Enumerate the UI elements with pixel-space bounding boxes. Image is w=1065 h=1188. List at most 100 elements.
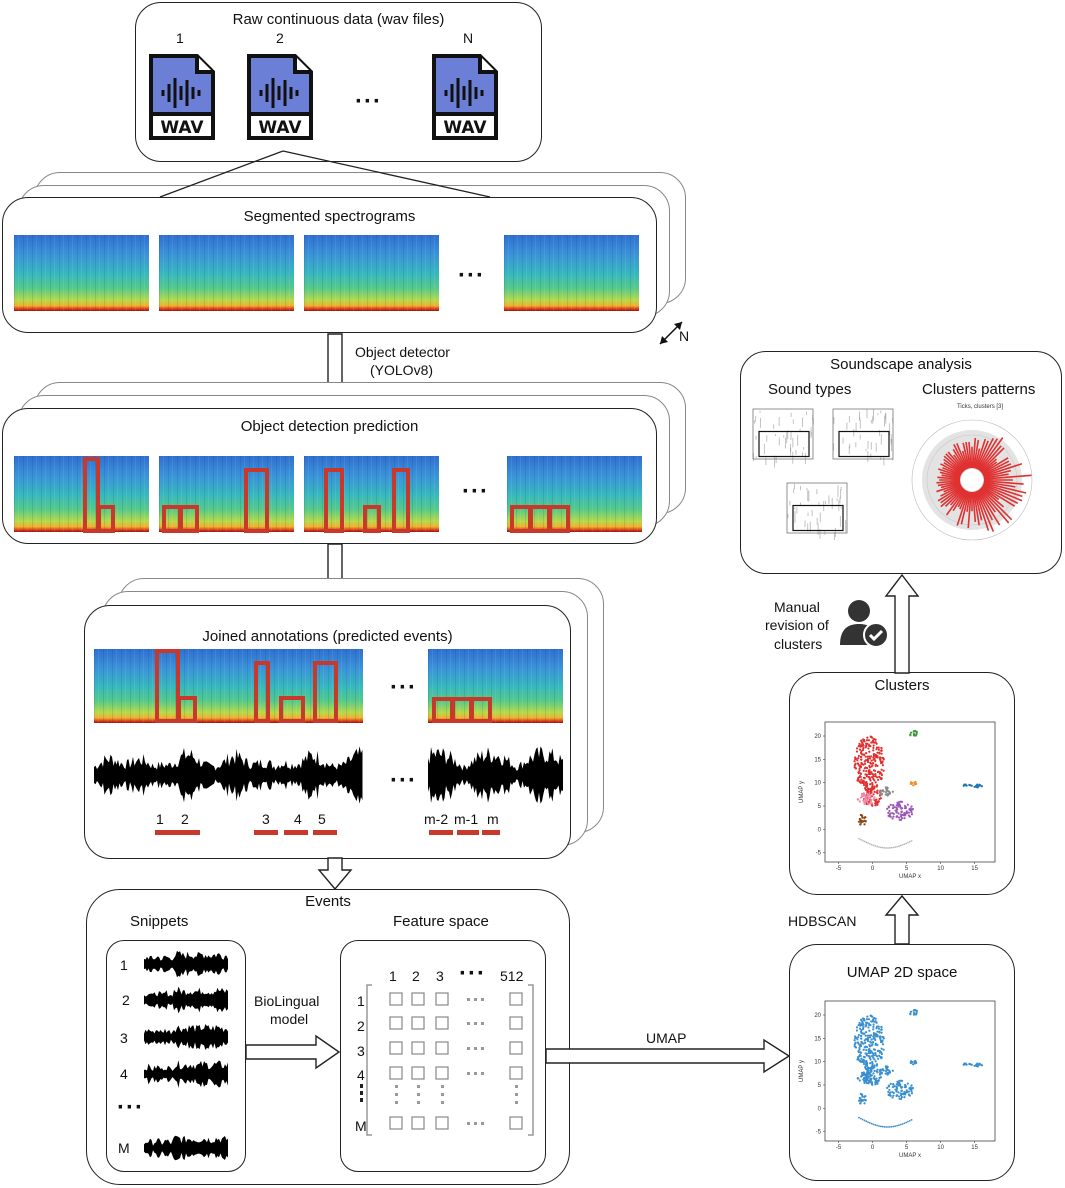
scatter-point bbox=[913, 729, 916, 733]
noise-mark bbox=[753, 420, 755, 424]
feature-cell bbox=[389, 1016, 403, 1030]
polar-bar bbox=[943, 483, 962, 493]
scatter-point bbox=[858, 742, 861, 745]
detection-box bbox=[179, 505, 199, 533]
event-box bbox=[313, 661, 338, 723]
scatter-point bbox=[861, 781, 864, 785]
feature-cell bbox=[435, 1116, 449, 1130]
scatter-point bbox=[895, 815, 898, 819]
scatter-point bbox=[873, 769, 877, 772]
scatter-point bbox=[876, 1034, 879, 1037]
scatter-point bbox=[900, 816, 904, 820]
scatter-point bbox=[874, 741, 877, 744]
noise-mark bbox=[818, 502, 820, 505]
scatter-point bbox=[881, 1039, 884, 1042]
scatter-point bbox=[865, 1048, 868, 1052]
scatter-point bbox=[899, 800, 903, 803]
scatter-point bbox=[870, 1034, 873, 1037]
scatter-point bbox=[880, 1028, 883, 1031]
scatter-point bbox=[861, 748, 865, 752]
snippet-waveform bbox=[144, 1135, 228, 1161]
scatter-point bbox=[864, 1065, 867, 1068]
noise-mark bbox=[773, 424, 775, 429]
scatter-point bbox=[855, 1036, 858, 1039]
scatter-point bbox=[872, 1031, 875, 1035]
scatter-point bbox=[870, 741, 873, 744]
matrix-dot bbox=[481, 1047, 484, 1050]
matrix-dot bbox=[481, 1122, 484, 1125]
noise-mark bbox=[775, 433, 777, 437]
scatter-point bbox=[887, 1126, 889, 1128]
noise-mark bbox=[875, 442, 877, 452]
scatter-point bbox=[890, 1125, 893, 1128]
scatter-point bbox=[860, 1029, 863, 1032]
scatter-point bbox=[879, 1055, 882, 1059]
snippet-label: 1 bbox=[120, 957, 128, 973]
scatter-point bbox=[875, 746, 879, 749]
y-tick-label: 5 bbox=[818, 1083, 822, 1089]
scatter-point bbox=[891, 817, 894, 820]
scatter-point bbox=[871, 762, 875, 765]
scatter-point bbox=[873, 787, 876, 790]
scatter-point bbox=[857, 1057, 860, 1060]
scatter-point bbox=[857, 1051, 860, 1054]
scatter-point bbox=[915, 782, 918, 785]
feature-row-label: 2 bbox=[357, 1018, 365, 1034]
scatter-point bbox=[970, 1063, 973, 1066]
noise-mark bbox=[880, 434, 882, 445]
polar-bar bbox=[977, 438, 998, 471]
scatter-point bbox=[901, 813, 904, 817]
scatter-point bbox=[896, 1081, 899, 1084]
feature-cell bbox=[435, 1016, 449, 1030]
waveform-trace bbox=[144, 950, 228, 978]
scatter-point bbox=[880, 768, 883, 771]
y-axis-label: UMAP y bbox=[799, 1060, 805, 1082]
scatter-point bbox=[910, 1090, 913, 1093]
scatter-point bbox=[865, 742, 868, 745]
polar-bar bbox=[960, 491, 970, 525]
polar-bar bbox=[983, 481, 1016, 488]
snippet-label: 3 bbox=[120, 1030, 128, 1046]
feature-cell bbox=[435, 1041, 449, 1055]
scatter-point bbox=[872, 752, 875, 756]
scatter-point bbox=[855, 1029, 859, 1032]
scatter-point bbox=[858, 837, 860, 840]
scatter-point bbox=[881, 1043, 885, 1046]
scatter-point bbox=[856, 1077, 859, 1080]
polar-bar bbox=[950, 488, 965, 506]
scatter-point bbox=[862, 763, 865, 766]
scatter-point bbox=[866, 1078, 869, 1081]
scatter-point bbox=[885, 847, 888, 849]
scatter-point bbox=[875, 1064, 878, 1067]
scatter-point bbox=[964, 1063, 967, 1066]
scatter-point bbox=[860, 1037, 863, 1040]
scatter-point bbox=[862, 1078, 865, 1081]
scatter-point bbox=[897, 816, 901, 819]
svg-text:WAV: WAV bbox=[160, 118, 204, 138]
scatter-point bbox=[869, 800, 873, 803]
scatter-point bbox=[856, 762, 860, 765]
scatter-point bbox=[899, 813, 902, 816]
polar-bar bbox=[982, 463, 1012, 477]
scatter-point bbox=[873, 796, 876, 799]
scatter-point bbox=[865, 769, 868, 773]
panel-frame bbox=[832, 408, 894, 460]
scatter-point bbox=[891, 1069, 894, 1072]
scatter-point bbox=[877, 778, 880, 781]
scatter-point bbox=[863, 753, 866, 756]
scatter-point bbox=[888, 809, 891, 813]
scatter-point bbox=[869, 795, 872, 799]
scatter-point bbox=[859, 764, 862, 767]
scatter-point bbox=[862, 1042, 865, 1045]
scatter-point bbox=[874, 804, 877, 807]
scatter-point bbox=[892, 846, 895, 849]
scatter-point bbox=[872, 1123, 875, 1126]
scatter-point bbox=[876, 789, 879, 792]
noise-mark bbox=[790, 412, 792, 417]
scatter-point bbox=[861, 1073, 864, 1076]
polar-bar bbox=[967, 491, 972, 529]
scatter-point bbox=[879, 1125, 882, 1128]
scatter-point bbox=[872, 1072, 875, 1075]
scatter-point bbox=[878, 1076, 881, 1080]
